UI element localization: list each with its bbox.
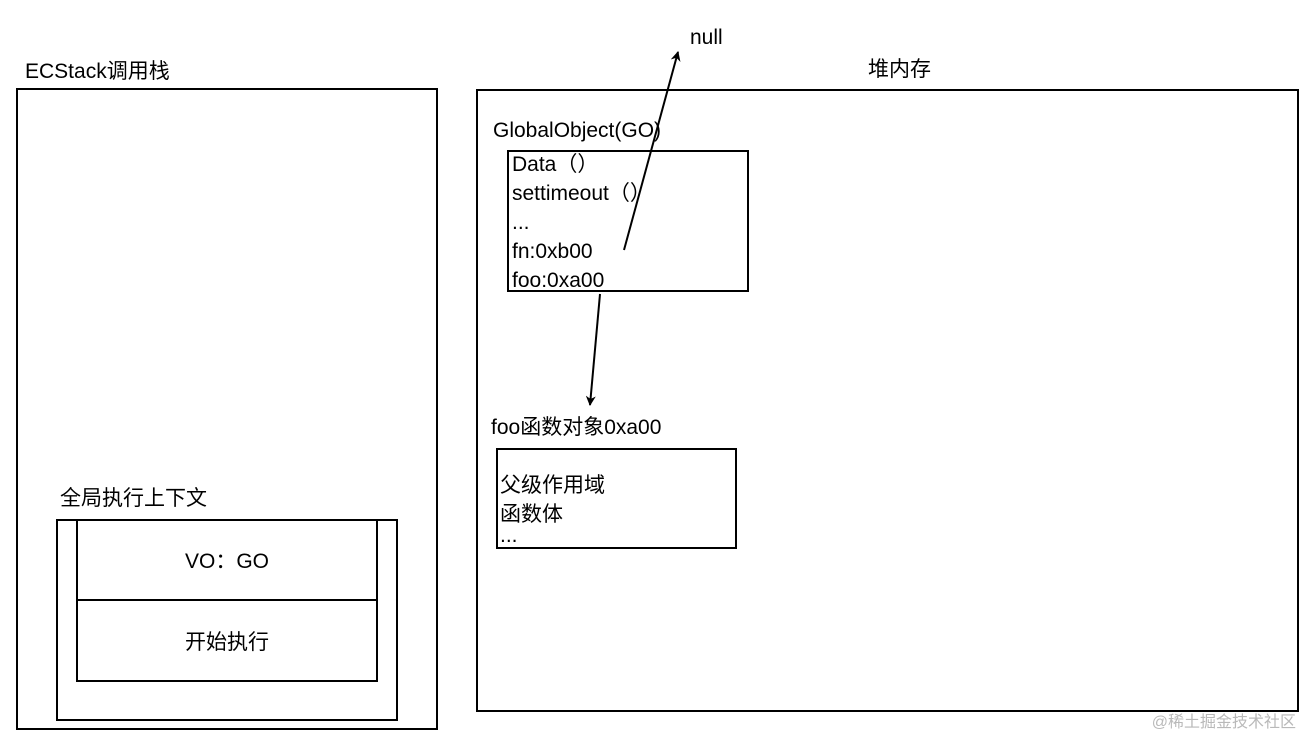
context-divider xyxy=(76,599,378,601)
fn-to-null-arrow xyxy=(623,51,681,251)
watermark: @稀土掘金技术社区 xyxy=(1151,714,1296,731)
global-object-box xyxy=(507,150,749,292)
global-object-rows: Data（） settimeout（） ... fn:0xb00 foo:0xa… xyxy=(512,150,651,295)
global-object-row: ... xyxy=(512,211,530,234)
global-object-row: settimeout（） xyxy=(512,182,651,205)
global-object-row: fn:0xb00 xyxy=(512,240,593,263)
foo-object-box xyxy=(496,448,737,549)
start-execution-cell: 开始执行 xyxy=(185,630,269,654)
foo-object-row: ... xyxy=(500,529,518,543)
ecstack-frame xyxy=(16,88,438,730)
ecstack-title: ECStack调用栈 xyxy=(25,60,170,83)
global-context-title: 全局执行上下文 xyxy=(60,487,207,510)
global-object-row: Data（） xyxy=(512,153,599,176)
foo-object-row: 函数体 xyxy=(500,503,563,526)
global-object-title: GlobalObject(GO) xyxy=(493,119,662,142)
null-label: null xyxy=(690,26,723,49)
heap-frame xyxy=(476,89,1299,712)
global-object-row: foo:0xa00 xyxy=(512,269,605,292)
foo-object-row: 父级作用域 xyxy=(500,474,605,497)
foo-object-title: foo函数对象0xa00 xyxy=(491,416,662,439)
foo-object-rows: 父级作用域 函数体 ... xyxy=(500,471,605,543)
foo-to-object-arrow xyxy=(585,293,601,406)
vo-go-cell: VO：GO xyxy=(184,550,269,573)
heap-title: 堆内存 xyxy=(868,58,931,81)
